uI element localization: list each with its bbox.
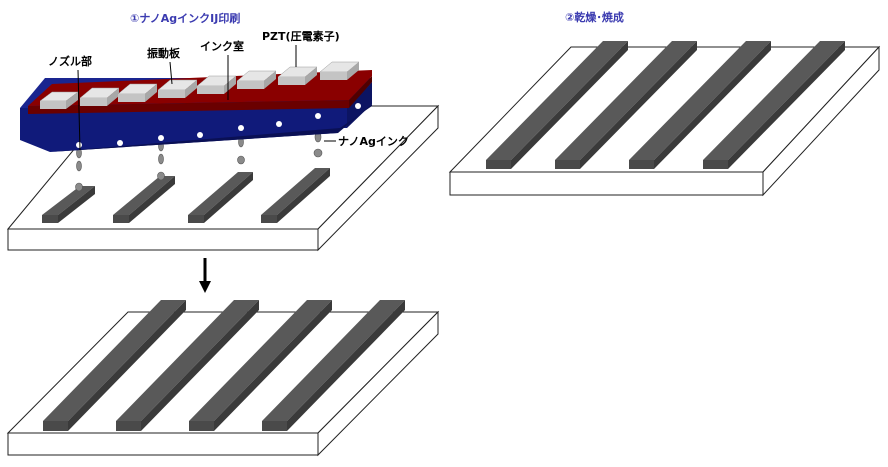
sintered-line [555,41,697,160]
inkjet-head [20,61,372,152]
pzt-block-side [185,80,197,98]
ink-droplet [313,148,323,158]
label-vibration-plate: 振動板 [147,46,181,60]
sintered-line-end [703,160,728,169]
pzt-block-side [145,84,157,102]
pzt-block-side [347,62,359,80]
sintered-line [486,41,628,160]
sintered-line-side [511,41,628,169]
sintered-line-end [555,160,580,169]
printed-line-end [42,215,58,223]
sintered-line [703,41,845,160]
printed-line-side [68,300,186,431]
head-red-layer-front [28,100,349,114]
sintered-line-end [629,160,654,169]
label-nozzle: ノズル部 [48,54,92,68]
label-pzt: PZT(圧電素子) [262,29,340,43]
sintered-line-side [654,41,771,169]
pzt-block-side [107,88,119,106]
pzt-block-side [66,92,78,109]
nozzle-opening [276,121,282,127]
substrate-front-face [449,171,764,196]
printed-line-side [204,172,253,223]
pzt-block-front [158,90,185,98]
step1-title: ①ナノAgインクIJ印刷 [130,12,240,25]
pzt-block-front [320,72,347,80]
nozzle-openings [76,103,361,148]
nozzle-opening [117,140,123,146]
label-ink-chamber: インク室 [200,39,244,53]
leader-vibration-plate [169,61,173,85]
printed-line [113,176,175,215]
pzt-block-front [237,81,264,89]
printed-line-end [189,421,214,431]
pzt-block-side [305,67,317,85]
printed-line [43,300,186,421]
printed-line-end [188,215,204,223]
printed-line [189,300,332,421]
printed-line-side [214,300,332,431]
nozzle-opening [238,125,244,131]
nozzle-opening [197,132,203,138]
substrate-right-face [317,310,439,457]
pzt-block-side [264,71,276,89]
substrate-front-face [7,228,319,251]
printed-lines-partial [42,168,330,223]
printed-line-side [277,168,330,223]
leader-nozzle [77,69,81,151]
sintered-line-end [486,160,511,169]
head-body-front [20,108,347,152]
substrate-right-face [317,104,439,252]
printed-line [262,300,405,421]
head-red-layer-side [349,76,372,108]
printed-line-end [261,215,277,223]
pzt-block-front [118,94,145,102]
pzt-block-front [40,101,66,109]
sintered-line-side [728,41,845,169]
printed-line-end [113,215,129,223]
pzt-block-side [224,76,236,94]
printed-line-end [116,421,141,431]
ink-droplet [237,155,245,165]
printed-line-end [43,421,68,431]
printed-line-end [262,421,287,431]
printed-line-side [129,176,175,223]
label-nano-ag-ink: ナノAgインク [338,135,409,148]
sintered-line-side [580,41,697,169]
printed-line-side [141,300,259,431]
substrate-front-face [7,432,319,456]
pzt-block-front [197,86,224,94]
step2-title: ②乾燥･焼成 [565,10,624,24]
pzt-block-front [278,77,305,85]
substrate-right-face [762,45,880,197]
nozzle-opening [315,113,321,119]
ink-droplet [76,160,82,172]
printed-line [42,186,95,215]
pzt-blocks [39,61,360,109]
substrate-printed-result [6,300,440,457]
down-arrow-icon [199,258,211,293]
ink-droplet [158,153,164,165]
printed-line [261,168,330,215]
nozzle-opening [76,142,82,148]
sintered-line [629,41,771,160]
pzt-block-front [80,98,107,106]
printed-line-side [287,300,405,431]
nozzle-opening [355,103,361,109]
substrate-sintered-result [448,41,881,197]
printed-line-side [58,186,95,223]
ink-droplet [157,171,165,181]
printed-line [188,172,253,215]
ink-droplet [75,182,83,192]
callouts: ノズル部 振動板 インク室 PZT(圧電素子) ナノAgインク [48,29,409,151]
printed-line [116,300,259,421]
nozzle-opening [158,135,164,141]
